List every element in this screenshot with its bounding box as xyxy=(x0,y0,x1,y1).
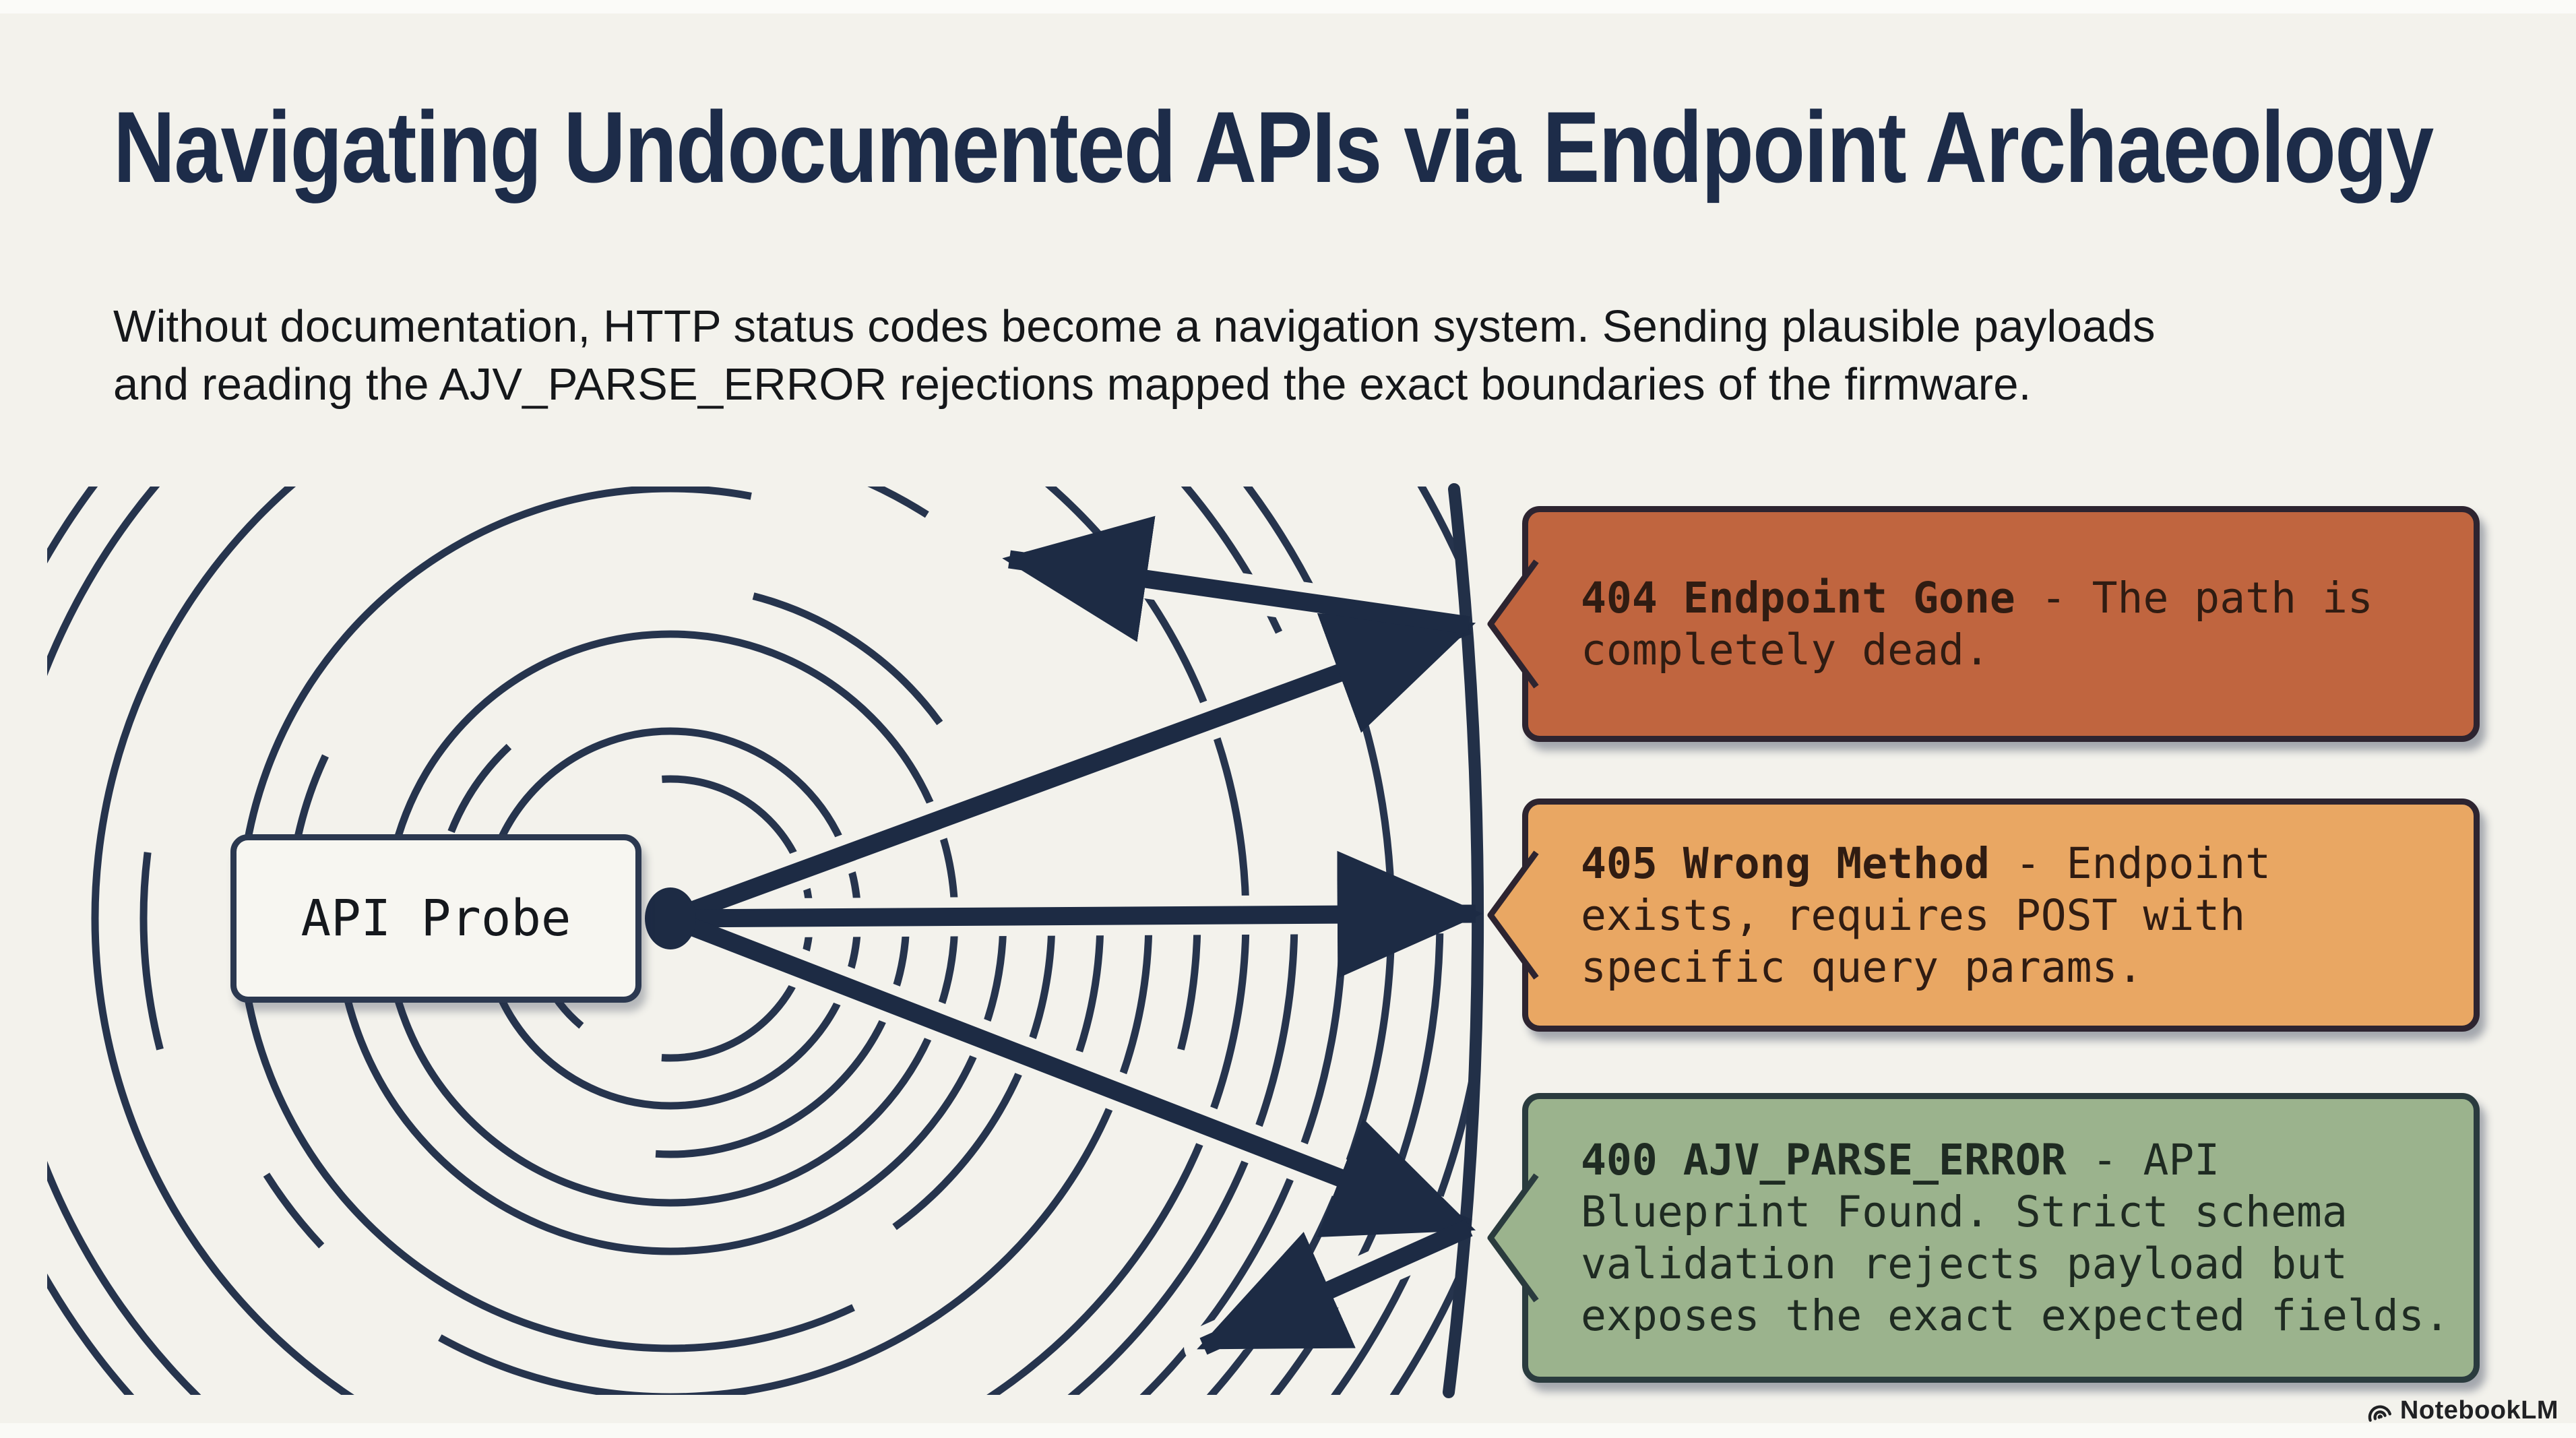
callout-400-notch xyxy=(1487,1173,1539,1303)
top-margin-strip xyxy=(0,0,2576,13)
callout-400-line-2: Blueprint Found. Strict schema xyxy=(1581,1187,2348,1237)
bottom-margin-strip xyxy=(0,1423,2576,1438)
callout-400-code: 400 AJV_PARSE_ERROR xyxy=(1581,1135,2067,1185)
callout-404-code: 404 Endpoint Gone xyxy=(1581,573,2015,623)
probe-origin-dot xyxy=(645,887,696,949)
callout-404-notch xyxy=(1487,559,1539,689)
notebooklm-logo-icon xyxy=(2368,1405,2391,1422)
probe-arrows xyxy=(667,515,1483,1355)
callout-405-wrong-method: 405 Wrong Method - Endpoint exists, requ… xyxy=(1487,799,2480,1032)
callout-405-notch xyxy=(1487,850,1539,980)
probe-arrow-400 xyxy=(667,910,1476,1238)
callout-405-line-2: exists, requires POST with xyxy=(1581,890,2246,940)
callout-404-endpoint-gone: 404 Endpoint Gone - The path is complete… xyxy=(1487,506,2480,742)
notebooklm-watermark-label: NotebookLM xyxy=(2399,1396,2558,1425)
api-probe-label: API Probe xyxy=(301,889,571,947)
callout-400-ajv-parse-error: 400 AJV_PARSE_ERROR - API Blueprint Foun… xyxy=(1487,1093,2480,1383)
callout-404-line-1: 404 Endpoint Gone - The path is xyxy=(1581,573,2373,623)
callout-405-line-1: 405 Wrong Method - Endpoint xyxy=(1581,838,2271,888)
callout-405-code: 405 Wrong Method xyxy=(1581,838,1990,888)
wave-ring xyxy=(47,487,1480,1395)
api-probe-node: API Probe xyxy=(230,834,641,1003)
wave-ring xyxy=(47,487,1347,1395)
callout-400-line-4: exposes the exact expected fields. xyxy=(1581,1291,2450,1340)
intro-line-2: and reading the AJV_PARSE_ERROR rejectio… xyxy=(113,359,2032,410)
sonar-wave-rings xyxy=(47,487,1480,1395)
callout-404-line-2: completely dead. xyxy=(1581,625,1990,675)
notebooklm-watermark: NotebookLM xyxy=(2362,1395,2558,1426)
echo-arrow-400 xyxy=(1197,1219,1473,1355)
probe-arrow-405 xyxy=(670,850,1483,978)
intro-line-1: Without documentation, HTTP status codes… xyxy=(113,301,2156,352)
callout-400-line-1: 400 AJV_PARSE_ERROR - API xyxy=(1581,1135,2220,1185)
page-title-text: Navigating Undocumented APIs via Endpoin… xyxy=(113,90,2434,204)
page-title: Navigating Undocumented APIs via Endpoin… xyxy=(113,90,2434,204)
callout-400-line-3: validation rejects payload but xyxy=(1581,1239,2348,1288)
probe-arrow-404 xyxy=(667,613,1476,927)
echo-arrow-404 xyxy=(1002,515,1470,642)
callout-405-line-3: specific query params. xyxy=(1581,942,2143,992)
intro-paragraph: Without documentation, HTTP status codes… xyxy=(113,298,2156,414)
